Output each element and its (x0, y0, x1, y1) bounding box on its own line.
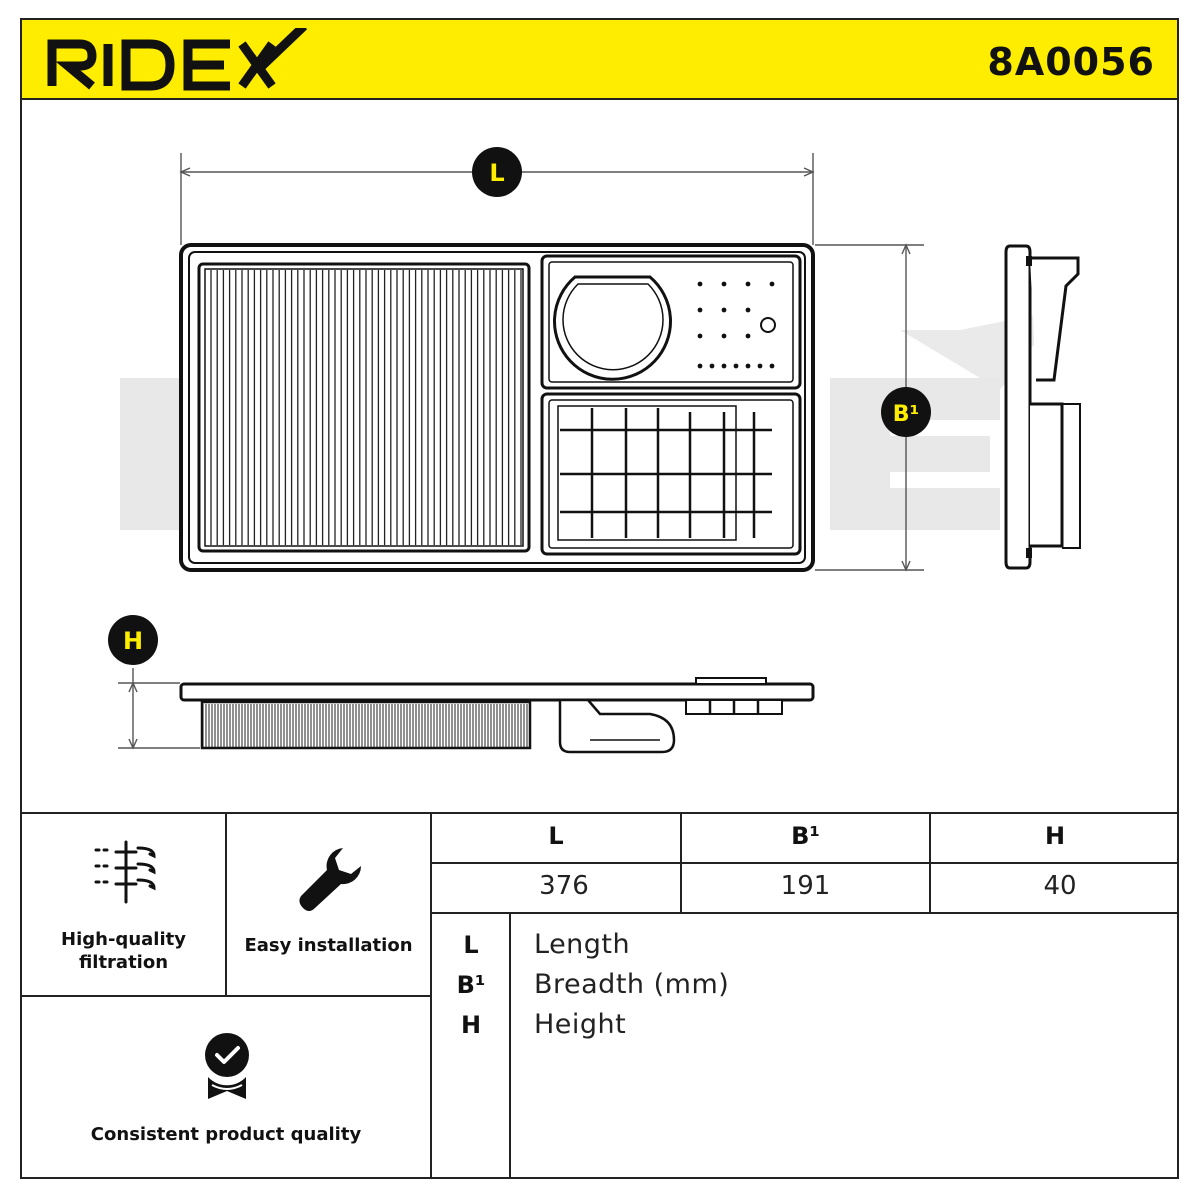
dim-header-L: L (548, 822, 564, 850)
table-left-border (430, 812, 432, 1179)
feature-divider-horizontal (20, 995, 431, 997)
dim-value-B: 191 (780, 871, 831, 901)
dim-col-divider-1 (680, 812, 682, 913)
feature-label-quality: Consistent product quality (90, 1124, 362, 1145)
part-number: 8A0056 (987, 40, 1155, 84)
vent-dot (697, 333, 703, 339)
badge-L-text: L (489, 159, 504, 187)
vent-dot (745, 333, 751, 339)
filtration-icon (92, 838, 162, 910)
legend-desc-height: Height (534, 1009, 627, 1040)
vent-dot (709, 363, 715, 369)
vent-dot (769, 363, 775, 369)
feature-filtration: High-quality filtration (22, 814, 225, 995)
vent-dot (757, 363, 763, 369)
feature-label-filtration: High-quality filtration (61, 929, 186, 973)
dim-header-divider (430, 862, 1179, 864)
badge-B-text: B¹ (893, 402, 919, 427)
feature-label-installation: Easy installation (244, 935, 413, 956)
dim-header-B: B¹ (791, 822, 820, 850)
feature-divider-vertical (225, 812, 227, 996)
vent-dot (721, 307, 727, 313)
section-divider-top (20, 812, 1179, 814)
vent-dot (769, 281, 775, 287)
vent-dot (733, 363, 739, 369)
badge-H-text: H (123, 627, 143, 655)
legend-key-H: H (460, 1011, 482, 1039)
dim-values-divider (430, 912, 1179, 914)
legend-key-B: B¹ (456, 971, 486, 999)
feature-quality: Consistent product quality (22, 997, 430, 1177)
dim-value-L: 376 (539, 871, 589, 901)
header-bar: 8A0056 (20, 18, 1179, 100)
vent-dot (697, 307, 703, 313)
badge-B: B¹ (881, 387, 931, 437)
quality-badge-icon (202, 1031, 252, 1105)
vent-dot (745, 307, 751, 313)
vent-dot (721, 363, 727, 369)
badge-H: H (108, 615, 158, 665)
wrench-icon (295, 844, 365, 918)
filter-technical-drawing: L B¹ H (108, 147, 1081, 754)
dim-col-divider-2 (929, 812, 931, 913)
legend-desc-length: Length (534, 929, 631, 960)
vent-dot (721, 281, 727, 287)
legend-desc-breadth: Breadth (mm) (534, 969, 730, 1000)
dim-header-H: H (1044, 822, 1066, 850)
vent-dot (745, 363, 751, 369)
vent-dot (697, 363, 703, 369)
brand-logo (46, 22, 316, 96)
document-frame (20, 18, 1179, 1179)
legend-key-L: L (463, 931, 479, 959)
feature-installation: Easy installation (227, 814, 430, 995)
vent-dot (721, 333, 727, 339)
vent-dot (745, 281, 751, 287)
vent-dot (697, 281, 703, 287)
legend-col-divider (509, 912, 511, 1179)
dim-value-H: 40 (1043, 871, 1077, 901)
badge-L: L (472, 147, 522, 197)
